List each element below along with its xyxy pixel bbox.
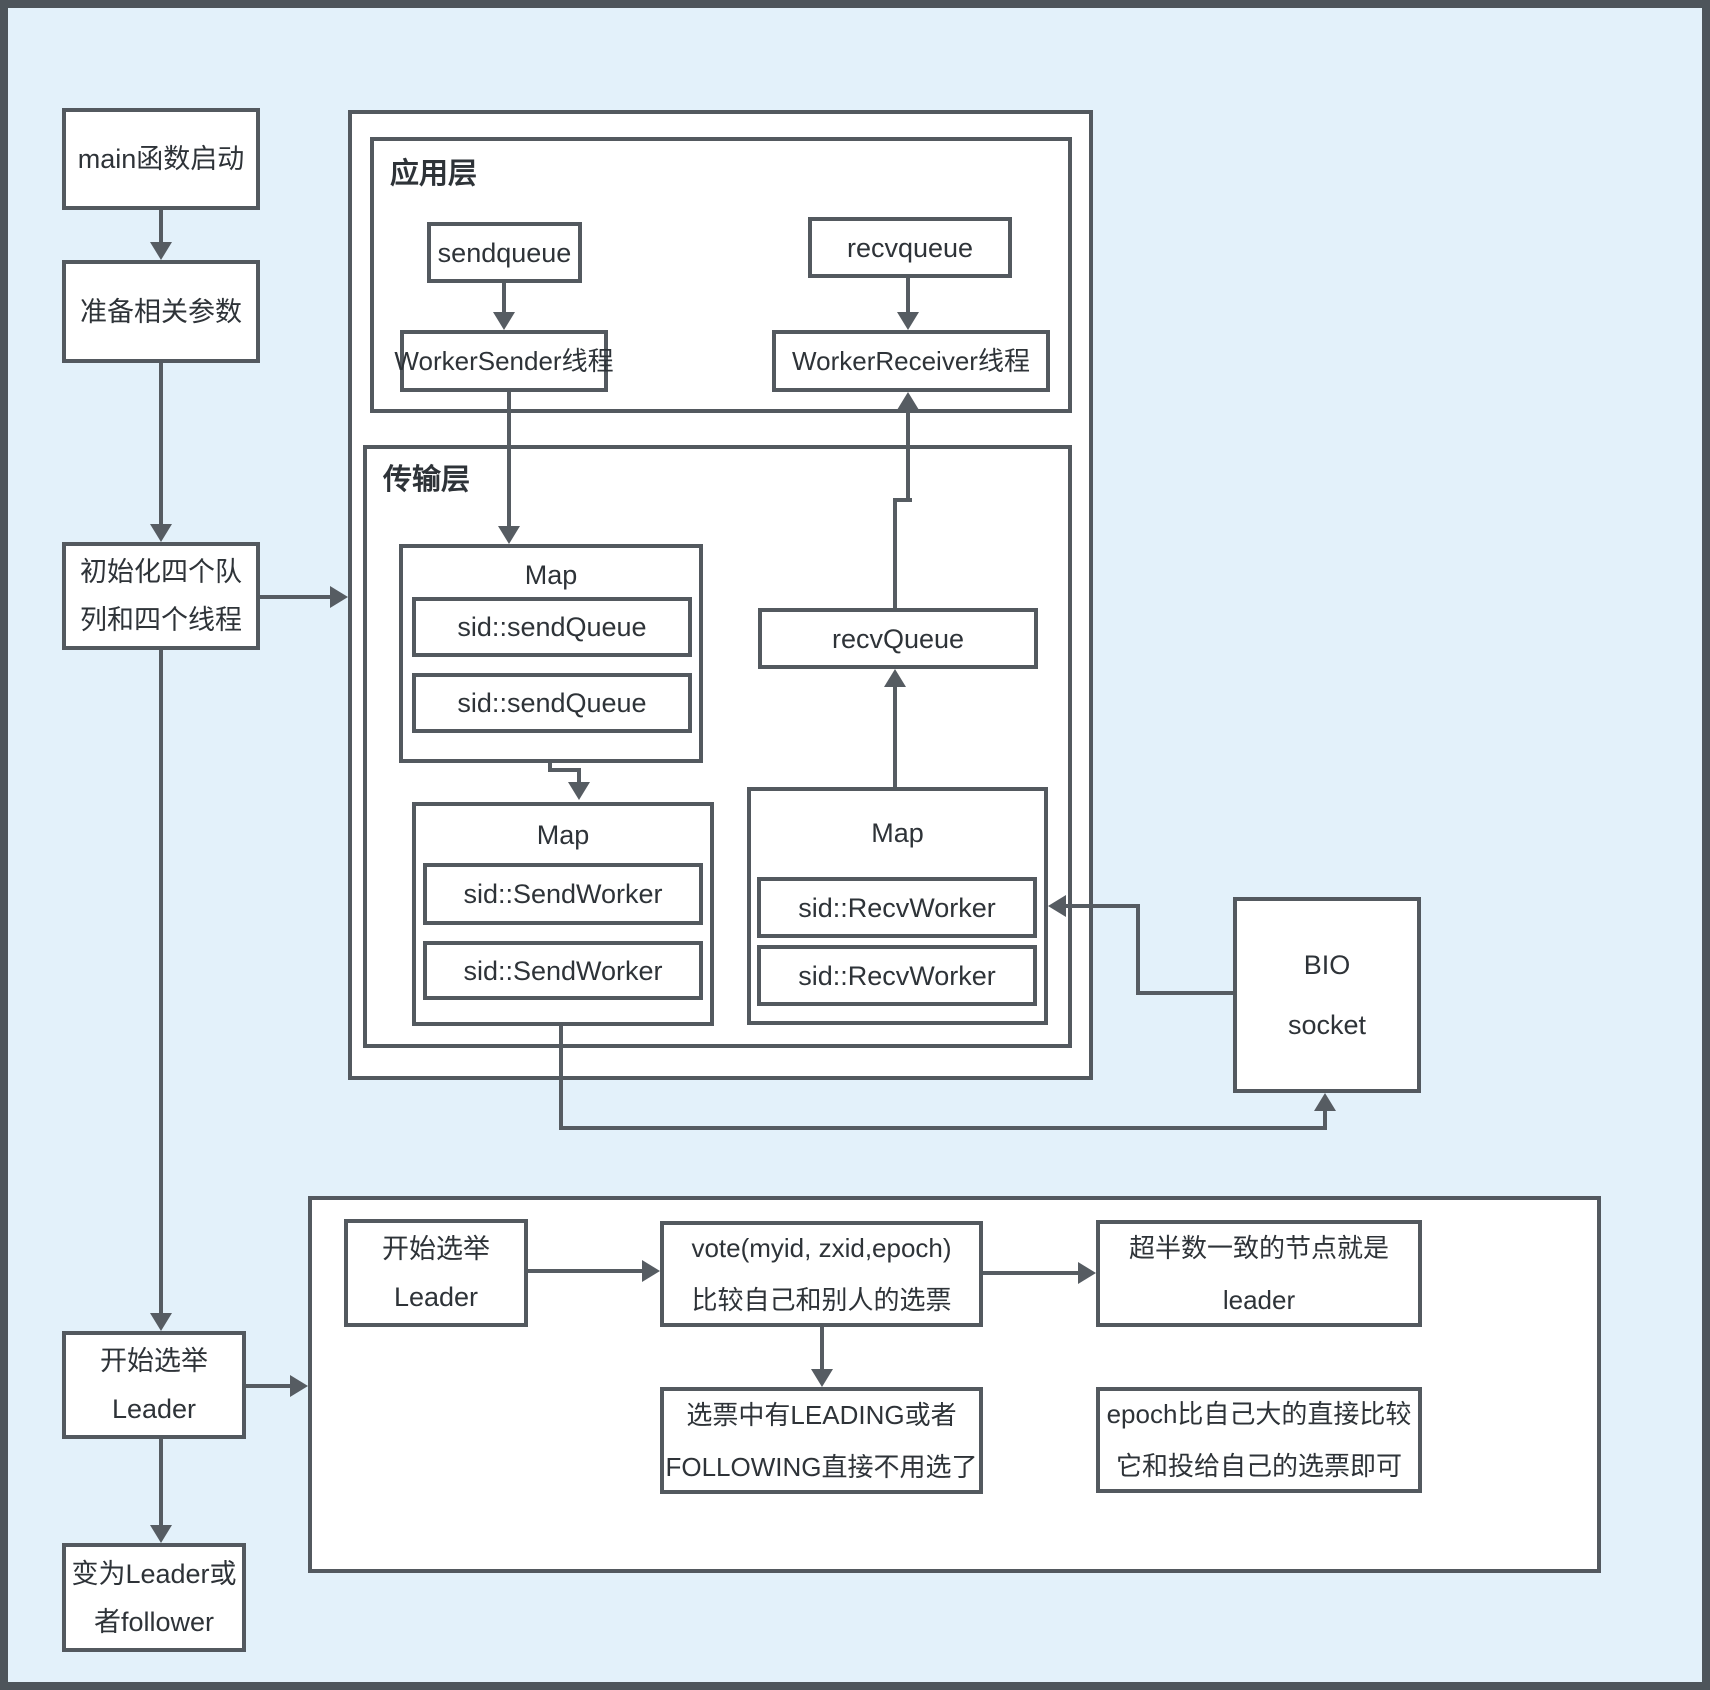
node-label: sendqueue [437,237,572,268]
node-label: WorkerSender线程 [394,346,614,376]
node-election-start: 开始选举 Leader [344,1219,528,1327]
arrowhead-down-icon [498,526,520,544]
node-label-line: Leader [393,1282,479,1312]
connector-line [820,1327,824,1369]
arrowhead-right-icon [1078,1262,1096,1284]
node-start-election: 开始选举 Leader [62,1331,246,1439]
map-row-label: sid::RecvWorker [798,892,996,923]
connector-line [893,500,897,608]
node-label: main函数启动 [77,144,245,174]
node-label-line: BIO [1303,950,1351,980]
arrowhead-down-icon [150,524,172,542]
connector-line [528,1269,642,1273]
connector-line [559,1026,563,1130]
node-label-line: Leader [111,1394,197,1424]
connector-line [559,1126,1327,1130]
map-row-sid-recvworker: sid::RecvWorker [757,945,1037,1006]
map-title: Map [524,560,578,590]
node-label: recvQueue [831,623,965,654]
arrowhead-down-icon [897,312,919,330]
node-label-line: 变为Leader或 [71,1558,237,1589]
arrowhead-down-icon [811,1369,833,1387]
node-label-line: 比较自己和别人的选票 [691,1285,952,1315]
node-label-line: epoch比自己大的直接比较 [1106,1399,1412,1429]
node-label-line: 初始化四个队 [80,557,242,587]
connector-line [159,1439,163,1525]
arrowhead-down-icon [150,1525,172,1543]
node-label-line: 它和投给自己的选票即可 [1115,1451,1402,1481]
transport-layer-label: 传输层 [383,464,471,496]
connector-line [502,283,506,312]
connector-line [577,768,581,784]
map-row-label: sid::sendQueue [457,688,647,718]
arrowhead-down-icon [568,782,590,800]
connector-line [906,410,910,502]
node-epoch-compare: epoch比自己大的直接比较 它和投给自己的选票即可 [1096,1387,1422,1493]
connector-line [983,1271,1078,1275]
arrowhead-right-icon [290,1375,308,1397]
node-leading-following: 选票中有LEADING或者 FOLLOWING直接不用选了 [660,1387,983,1494]
node-become-leader-follower: 变为Leader或 者follower [62,1543,246,1652]
node-majority-leader: 超半数一致的节点就是 leader [1096,1220,1422,1327]
map-row-sid-sendqueue: sid::sendQueue [412,597,692,657]
connector-line [1136,991,1233,995]
connector-line [1323,1109,1327,1130]
map-row-sid-recvworker: sid::RecvWorker [757,877,1037,938]
map-row-label: sid::SendWorker [463,879,663,909]
node-label-line: FOLLOWING直接不用选了 [665,1451,978,1482]
map-title: Map [871,818,924,848]
arrowhead-right-icon [330,586,348,608]
node-label-line: 开始选举 [382,1234,490,1264]
map-row-label: sid::SendWorker [463,955,663,986]
arrowhead-up-icon [884,669,906,687]
arrowhead-left-icon [1048,895,1066,917]
connector-line [246,1384,290,1388]
node-label-line: socket [1287,1010,1367,1040]
node-main-start: main函数启动 [62,108,260,210]
node-prepare-params: 准备相关参数 [62,260,260,363]
node-bio-socket: BIO socket [1233,897,1421,1093]
map-row-sid-sendworker: sid::SendWorker [423,941,703,1000]
arrowhead-up-icon [1314,1093,1336,1111]
app-layer-label: 应用层 [390,158,478,190]
map-row-label: sid::RecvWorker [798,960,996,991]
node-label-line: vote(myid, zxid,epoch) [691,1233,952,1263]
node-label-line: 开始选举 [100,1346,208,1376]
connector-line [1066,904,1140,908]
connector-line [1136,904,1140,995]
node-init-queues-threads: 初始化四个队 列和四个线程 [62,542,260,650]
connector-line [260,595,330,599]
connector-line [548,768,581,772]
node-label-line: 者follower [93,1606,215,1637]
arrowhead-down-icon [150,1313,172,1331]
node-label: WorkerReceiver线程 [792,346,1030,376]
node-label: 准备相关参数 [80,296,242,327]
node-recvqueue-transport: recvQueue [758,608,1038,669]
connector-line [893,498,912,502]
map-row-sid-sendqueue: sid::sendQueue [412,673,692,733]
node-label-line: 选票中有LEADING或者 [686,1399,957,1430]
arrowhead-down-icon [493,312,515,330]
node-sendqueue: sendqueue [427,222,582,283]
map-row-label: sid::sendQueue [457,612,647,642]
node-worker-sender-thread: WorkerSender线程 [394,330,614,392]
map-row-sid-sendworker: sid::SendWorker [423,863,703,925]
node-label-line: 超半数一致的节点就是 [1128,1232,1389,1263]
node-label-line: 列和四个线程 [80,605,242,635]
node-vote-compare: vote(myid, zxid,epoch) 比较自己和别人的选票 [660,1221,983,1327]
connector-line [507,392,511,526]
map-title: Map [536,820,590,850]
node-label: recvqueue [846,232,974,263]
connector-line [159,210,163,242]
node-recvqueue: recvqueue [808,217,1012,278]
connector-line [893,685,897,787]
connector-line [159,363,163,524]
node-label-line: leader [1222,1284,1296,1315]
arrowhead-right-icon [642,1260,660,1282]
arrowhead-up-icon [897,392,919,410]
arrowhead-down-icon [150,242,172,260]
connector-line [906,278,910,312]
connector-line [159,650,163,1313]
node-worker-receiver-thread: WorkerReceiver线程 [772,330,1050,392]
